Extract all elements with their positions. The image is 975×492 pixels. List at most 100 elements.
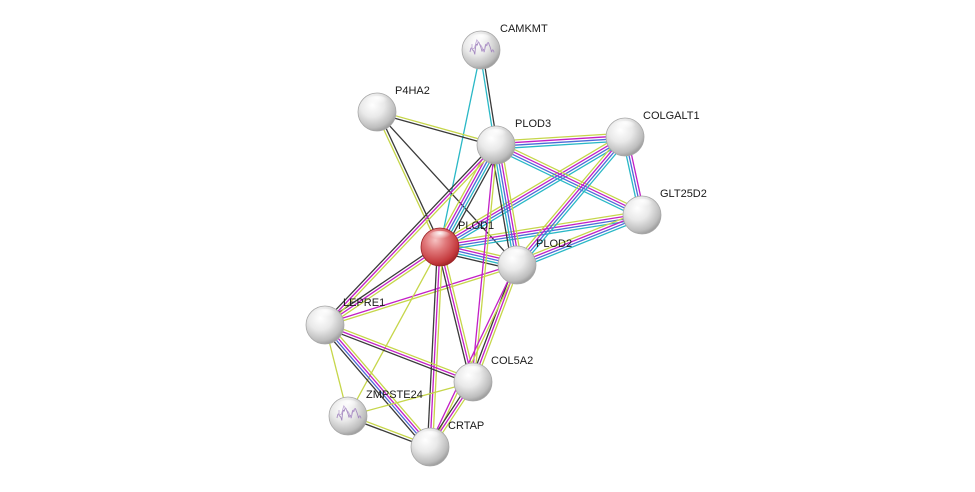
edge-line-yellow (347, 381, 474, 417)
edge-line-yellow (326, 146, 499, 328)
edge-line-black (323, 244, 439, 324)
edge-line-cyan (519, 139, 629, 268)
edge-line-magenta (439, 135, 625, 247)
edge-line-cyan (441, 145, 499, 249)
edge-line-yellow (375, 112, 440, 248)
node-colgalt1[interactable] (605, 117, 645, 157)
edge-plod3-lepre1[interactable] (322, 142, 499, 328)
edge-line-magenta (515, 135, 625, 265)
node-label-lepre1: LEPRE1 (343, 297, 385, 309)
edge-line-blue (323, 325, 430, 449)
edge-plod1-glt25d2[interactable] (439, 210, 643, 252)
node-zmpste24[interactable] (328, 396, 368, 436)
edge-line-yellow (327, 322, 434, 445)
nodes-layer (305, 30, 662, 467)
node-highlight (365, 95, 389, 108)
node-glt25d2[interactable] (622, 195, 662, 235)
edge-line-magenta (428, 264, 517, 447)
node-col5a2[interactable] (453, 362, 493, 402)
edge-line-black (376, 112, 496, 147)
edge-line-blue (440, 215, 643, 249)
node-label-p4ha2: P4HA2 (395, 85, 430, 97)
node-camkmt[interactable] (461, 30, 501, 70)
node-plod2[interactable] (497, 245, 537, 285)
edges-layer (321, 49, 646, 450)
node-lepre1[interactable] (305, 305, 345, 345)
node-label-col5a2: COL5A2 (491, 355, 533, 367)
edge-plod1-colgalt1[interactable] (437, 133, 628, 251)
node-highlight (313, 308, 337, 321)
node-plod3[interactable] (476, 125, 516, 165)
edge-line-yellow (431, 247, 444, 448)
edge-line-blue (495, 145, 642, 217)
edge-line-black (322, 142, 495, 324)
edge-plod3-col5a2[interactable] (471, 144, 498, 383)
edge-line-black (323, 326, 473, 386)
node-plod1[interactable] (420, 227, 460, 267)
edge-line-magenta (516, 213, 642, 265)
edge-line-blue (496, 137, 626, 147)
edge-zmpste24-col5a2[interactable] (347, 381, 474, 417)
edge-line-cyan (496, 140, 626, 150)
node-crtap[interactable] (410, 427, 450, 467)
edge-line-yellow (377, 110, 497, 145)
edge-line-yellow (326, 248, 442, 328)
edge-lepre1-col5a2[interactable] (323, 321, 475, 386)
edge-line-cyan (439, 49, 482, 248)
edge-line-magenta (324, 324, 474, 383)
edge-line-blue (440, 137, 626, 249)
node-highlight (418, 430, 442, 443)
node-highlight (469, 33, 493, 46)
edge-plod2-glt25d2[interactable] (515, 210, 644, 270)
edge-plod1-crtap[interactable] (426, 246, 444, 448)
edge-line-cyan (441, 139, 628, 251)
node-highlight (428, 230, 452, 243)
node-label-crtap: CRTAP (448, 420, 484, 432)
edge-plod3-plod2[interactable] (490, 143, 523, 267)
edge-line-black (436, 247, 472, 383)
edge-line-black (321, 327, 428, 450)
edge-line-magenta (496, 143, 643, 215)
edge-line-yellow (325, 265, 518, 327)
edge-lepre1-crtap[interactable] (321, 322, 434, 450)
edge-plod1-p4ha2[interactable] (375, 111, 442, 248)
edge-line-magenta (429, 246, 441, 448)
node-highlight (613, 120, 637, 133)
edge-plod3-glt25d2[interactable] (494, 140, 644, 220)
edge-line-black (377, 111, 442, 247)
edge-line-blue (517, 215, 643, 267)
edge-line-cyan (518, 218, 644, 270)
edge-line-yellow (325, 321, 475, 381)
node-p4ha2[interactable] (357, 92, 397, 132)
edge-line-blue (495, 144, 518, 266)
edge-line-magenta (325, 323, 432, 447)
edge-plod3-colgalt1[interactable] (495, 132, 626, 150)
node-label-zmpste24: ZMPSTE24 (366, 389, 423, 401)
node-highlight (630, 198, 654, 211)
edge-line-yellow (430, 265, 519, 448)
edge-line-magenta (324, 144, 497, 326)
edge-line-blue (517, 137, 627, 267)
node-label-colgalt1: COLGALT1 (643, 110, 700, 122)
node-label-plod2: PLOD2 (536, 238, 572, 250)
node-highlight (336, 399, 360, 412)
edge-line-magenta (324, 246, 441, 326)
edge-line-black (490, 145, 513, 267)
edge-plod1-zmpste24[interactable] (347, 246, 441, 417)
edge-plod2-colgalt1[interactable] (513, 134, 629, 268)
edge-line-yellow (513, 134, 623, 263)
edge-line-yellow (474, 265, 521, 384)
edge-p4ha2-plod3[interactable] (376, 110, 497, 147)
edge-line-magenta (495, 135, 625, 145)
edge-line-magenta (471, 144, 496, 382)
node-label-plod3: PLOD3 (515, 118, 551, 130)
edge-line-magenta (439, 213, 642, 247)
edge-line-yellow (347, 246, 441, 417)
node-label-plod1: PLOD1 (458, 220, 494, 232)
edge-line-cyan (494, 147, 641, 220)
labels-layer: PLOD1CAMKMTP4HA2PLOD3COLGALT1GLT25D2PLOD… (343, 23, 707, 432)
protein-structure-icon (336, 407, 362, 421)
edge-plod1-camkmt[interactable] (439, 49, 482, 248)
edge-plod2-crtap[interactable] (428, 264, 519, 448)
